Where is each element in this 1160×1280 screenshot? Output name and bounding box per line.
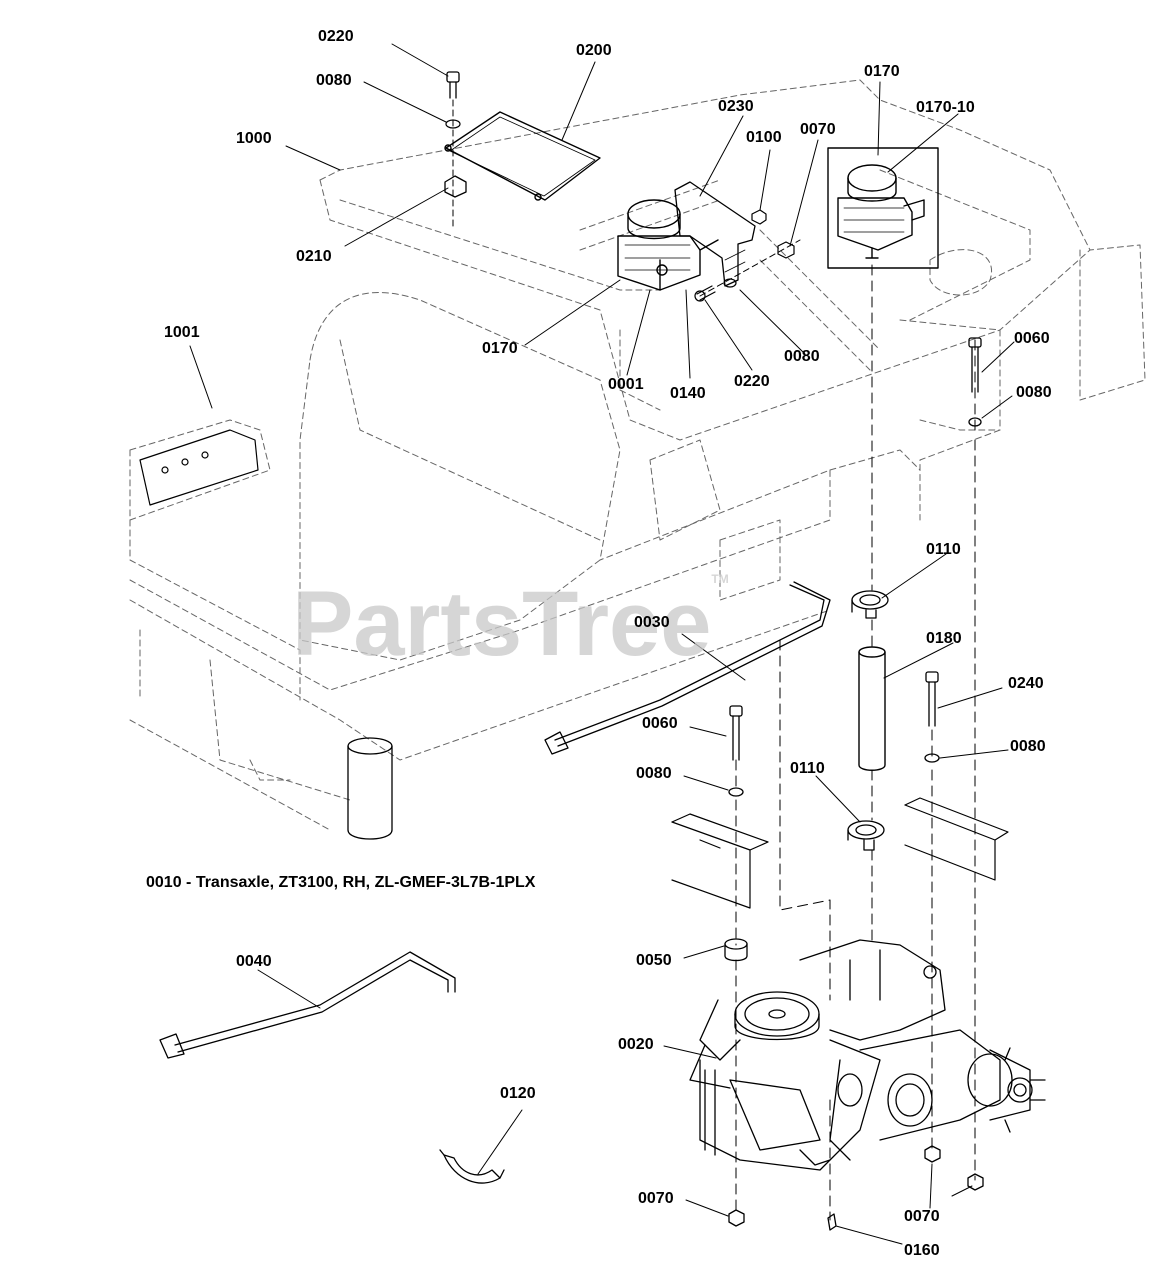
callout-label[interactable]: 0210 <box>296 248 332 265</box>
bolt-0060-right <box>968 337 982 393</box>
callout-label[interactable]: 0230 <box>718 98 754 115</box>
mount-channel-right <box>904 797 1009 881</box>
spacer-0050 <box>724 938 748 962</box>
bolt-0220-bracket <box>694 285 716 302</box>
callout-label[interactable]: 0060 <box>1014 330 1050 347</box>
callout-label[interactable]: 0240 <box>1008 675 1044 692</box>
callout-label[interactable]: 0001 <box>608 376 644 393</box>
leader-lines <box>189 43 1015 1245</box>
callout-label[interactable]: 0080 <box>784 348 820 365</box>
watermark-text: PartsTree <box>292 573 712 675</box>
frame-outline <box>319 79 1146 521</box>
callout-label[interactable]: 0020 <box>618 1036 654 1053</box>
control-panel-1001 <box>139 429 259 506</box>
part-caption: 0010 - Transaxle, ZT3100, RH, ZL-GMEF-3L… <box>146 874 536 891</box>
nut-0070-bottom-right <box>967 1173 984 1191</box>
nut-0070-top <box>777 241 795 259</box>
pin-0160 <box>827 1213 837 1231</box>
rod-0040 <box>159 951 456 1059</box>
nut-0070-bottom-left <box>728 1209 745 1227</box>
callout-label[interactable]: 0180 <box>926 630 962 647</box>
clip-0120 <box>439 1149 505 1184</box>
pivot-post <box>347 737 393 840</box>
bracket-0230 <box>674 181 756 287</box>
callout-label[interactable]: 0080 <box>316 72 352 89</box>
clamp-0110-top <box>851 590 889 619</box>
callout-label[interactable]: 1001 <box>164 324 200 341</box>
callout-label[interactable]: 0200 <box>576 42 612 59</box>
callout-label[interactable]: 0070 <box>800 121 836 138</box>
clamp-0110-bottom <box>847 820 885 851</box>
washer-0080-left <box>728 787 744 797</box>
seat-area-outline <box>129 292 921 831</box>
callout-label[interactable]: 0080 <box>1010 738 1046 755</box>
watermark: PartsTreeTM <box>292 572 729 677</box>
bolt-0220-top <box>446 71 460 99</box>
watermark-trademark: TM <box>711 572 729 586</box>
washer-0080-0240 <box>924 753 940 763</box>
rod-0030 <box>544 581 831 755</box>
cover-plate-0200 <box>444 111 601 201</box>
callout-label[interactable]: 0030 <box>634 614 670 631</box>
bolt-0100 <box>751 209 767 225</box>
callout-label[interactable]: 0160 <box>904 1242 940 1259</box>
callout-label[interactable]: 0120 <box>500 1085 536 1102</box>
callout-label[interactable]: 0050 <box>636 952 672 969</box>
bolt-0060-left <box>729 705 743 761</box>
hose-0180 <box>858 646 886 771</box>
callout-label[interactable]: 0220 <box>318 28 354 45</box>
callout-label[interactable]: 0100 <box>746 129 782 146</box>
mount-channel-left <box>671 813 769 909</box>
callout-label[interactable]: 0140 <box>670 385 706 402</box>
callout-label[interactable]: 0110 <box>790 760 825 777</box>
callout-label[interactable]: 0080 <box>1016 384 1052 401</box>
callout-label[interactable]: 0060 <box>642 715 678 732</box>
bolt-0240 <box>925 671 939 727</box>
detail-box-0170-10 <box>827 147 939 269</box>
callout-label[interactable]: 0170-10 <box>916 99 975 116</box>
callout-label[interactable]: 0040 <box>236 953 272 970</box>
axis-line-bracket <box>699 239 801 297</box>
washer-0080-right <box>968 417 982 427</box>
callout-label[interactable]: 0220 <box>734 373 770 390</box>
callout-label[interactable]: 0170 <box>864 63 900 80</box>
axis-line-stepped <box>779 639 831 1221</box>
reservoir-0170-10 <box>837 164 925 259</box>
transaxle-0020 <box>689 939 1046 1171</box>
callout-label[interactable]: 0080 <box>636 765 672 782</box>
nut-0070-bottom-mid <box>924 1145 941 1163</box>
callout-label[interactable]: 0070 <box>638 1190 674 1207</box>
callout-label[interactable]: 1000 <box>236 130 272 147</box>
callout-label[interactable]: 0170 <box>482 340 518 357</box>
callout-label[interactable]: 0070 <box>904 1208 940 1225</box>
nut-0210 <box>444 175 467 198</box>
callout-label[interactable]: 0110 <box>926 541 961 558</box>
